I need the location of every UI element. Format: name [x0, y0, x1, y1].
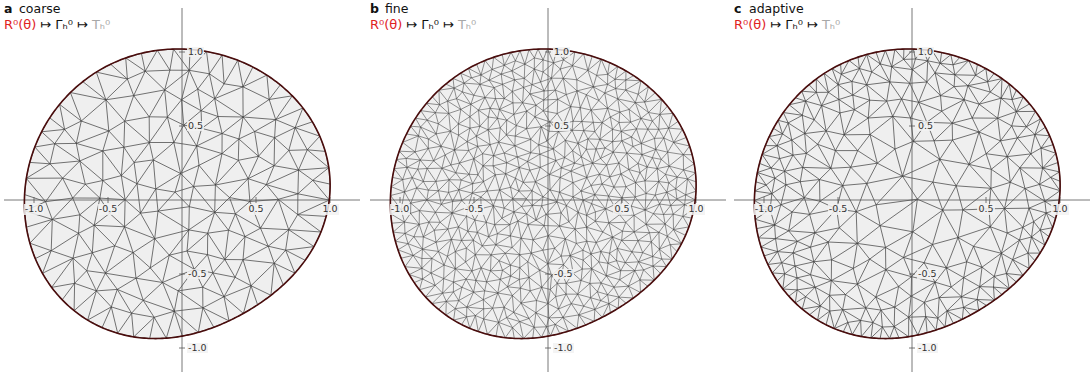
- panel-letter: c: [734, 2, 741, 16]
- panel-letter: b: [370, 2, 379, 16]
- tick-mark: [179, 126, 185, 127]
- axes: [734, 8, 1090, 372]
- axis-tick-label: 0.5: [977, 204, 994, 215]
- axis-tick-label: -1.0: [553, 343, 574, 354]
- axis-tick-label: 1.0: [1051, 204, 1068, 215]
- tick-mark: [838, 197, 839, 203]
- formula-arrow: ↦: [77, 18, 88, 33]
- tick-mark: [545, 348, 551, 349]
- panel-title: coarse: [19, 2, 61, 16]
- domain-fill: [24, 49, 330, 339]
- tick-mark: [474, 197, 475, 203]
- tick-mark: [34, 197, 35, 203]
- axis-tick-label: -1.0: [187, 343, 208, 354]
- domain-fill: [390, 49, 696, 339]
- tick-mark: [622, 197, 623, 203]
- axis-tick-label: 1.0: [553, 47, 570, 58]
- tick-mark: [179, 274, 185, 275]
- formula-part: Tₕ⁰: [92, 18, 110, 33]
- triangle-mesh: [25, 49, 331, 338]
- triangle-mesh: [754, 49, 1060, 339]
- domain-boundary: [24, 49, 330, 339]
- axis-tick-label: -1.0: [917, 343, 938, 354]
- domain-boundary: [390, 49, 696, 339]
- axis-tick-label: 0.5: [553, 121, 570, 132]
- axis-tick-label: -1.0: [754, 204, 775, 215]
- formula-part: Γₕ⁰: [785, 18, 803, 33]
- y-axis: [548, 8, 549, 372]
- triangle-mesh: [390, 49, 696, 339]
- axis-tick-label: 1.0: [917, 47, 934, 58]
- y-axis: [182, 8, 183, 372]
- tick-mark: [179, 348, 185, 349]
- formula-part: Γₕ⁰: [421, 18, 439, 33]
- tick-mark: [909, 274, 915, 275]
- axis-tick-label: -0.5: [464, 204, 485, 215]
- axis-tick-label: 1.0: [321, 204, 338, 215]
- panel-title: fine: [385, 2, 409, 16]
- tick-mark: [909, 348, 915, 349]
- tick-mark: [764, 197, 765, 203]
- axis-tick-label: 0.5: [613, 204, 630, 215]
- tick-mark: [986, 197, 987, 203]
- domain-fill: [754, 49, 1060, 339]
- formula-part: Tₕ⁰: [458, 18, 476, 33]
- axis-tick-label: 0.5: [247, 204, 264, 215]
- axis-tick-label: 1.0: [187, 47, 204, 58]
- formula-part: Γₕ⁰: [55, 18, 73, 33]
- axis-tick-label: -0.5: [917, 269, 938, 280]
- axis-tick-label: -0.5: [98, 204, 119, 215]
- axis-tick-label: -0.5: [187, 269, 208, 280]
- tick-mark: [179, 52, 185, 53]
- formula-part: R⁰(θ): [734, 18, 766, 33]
- formula-arrow: ↦: [443, 18, 454, 33]
- tick-mark: [909, 126, 915, 127]
- tick-mark: [108, 197, 109, 203]
- formula-arrow: ↦: [406, 18, 417, 33]
- formula-arrow: ↦: [770, 18, 781, 33]
- formula-part: Tₕ⁰: [822, 18, 840, 33]
- formula-arrow: ↦: [807, 18, 818, 33]
- tick-mark: [400, 197, 401, 203]
- axis-tick-label: -0.5: [553, 269, 574, 280]
- tick-mark: [545, 274, 551, 275]
- y-axis: [912, 8, 913, 372]
- mesh-panel: [734, 8, 1090, 372]
- formula-part: R⁰(θ): [4, 18, 36, 33]
- axis-tick-label: -0.5: [828, 204, 849, 215]
- tick-mark: [909, 52, 915, 53]
- tick-mark: [545, 52, 551, 53]
- axis-tick-label: -1.0: [24, 204, 45, 215]
- formula-part: R⁰(θ): [370, 18, 402, 33]
- tick-mark: [545, 126, 551, 127]
- mesh-panel: [4, 8, 360, 372]
- axis-tick-label: 0.5: [187, 121, 204, 132]
- tick-mark: [256, 197, 257, 203]
- panel-title: adaptive: [749, 2, 804, 16]
- domain-boundary: [754, 49, 1060, 339]
- axes: [370, 8, 726, 372]
- axis-tick-label: -1.0: [390, 204, 411, 215]
- axis-tick-label: 1.0: [687, 204, 704, 215]
- mesh-panel: [370, 8, 726, 372]
- panel-letter: a: [4, 2, 12, 16]
- formula-arrow: ↦: [40, 18, 51, 33]
- axis-tick-label: 0.5: [917, 121, 934, 132]
- axes: [4, 8, 360, 372]
